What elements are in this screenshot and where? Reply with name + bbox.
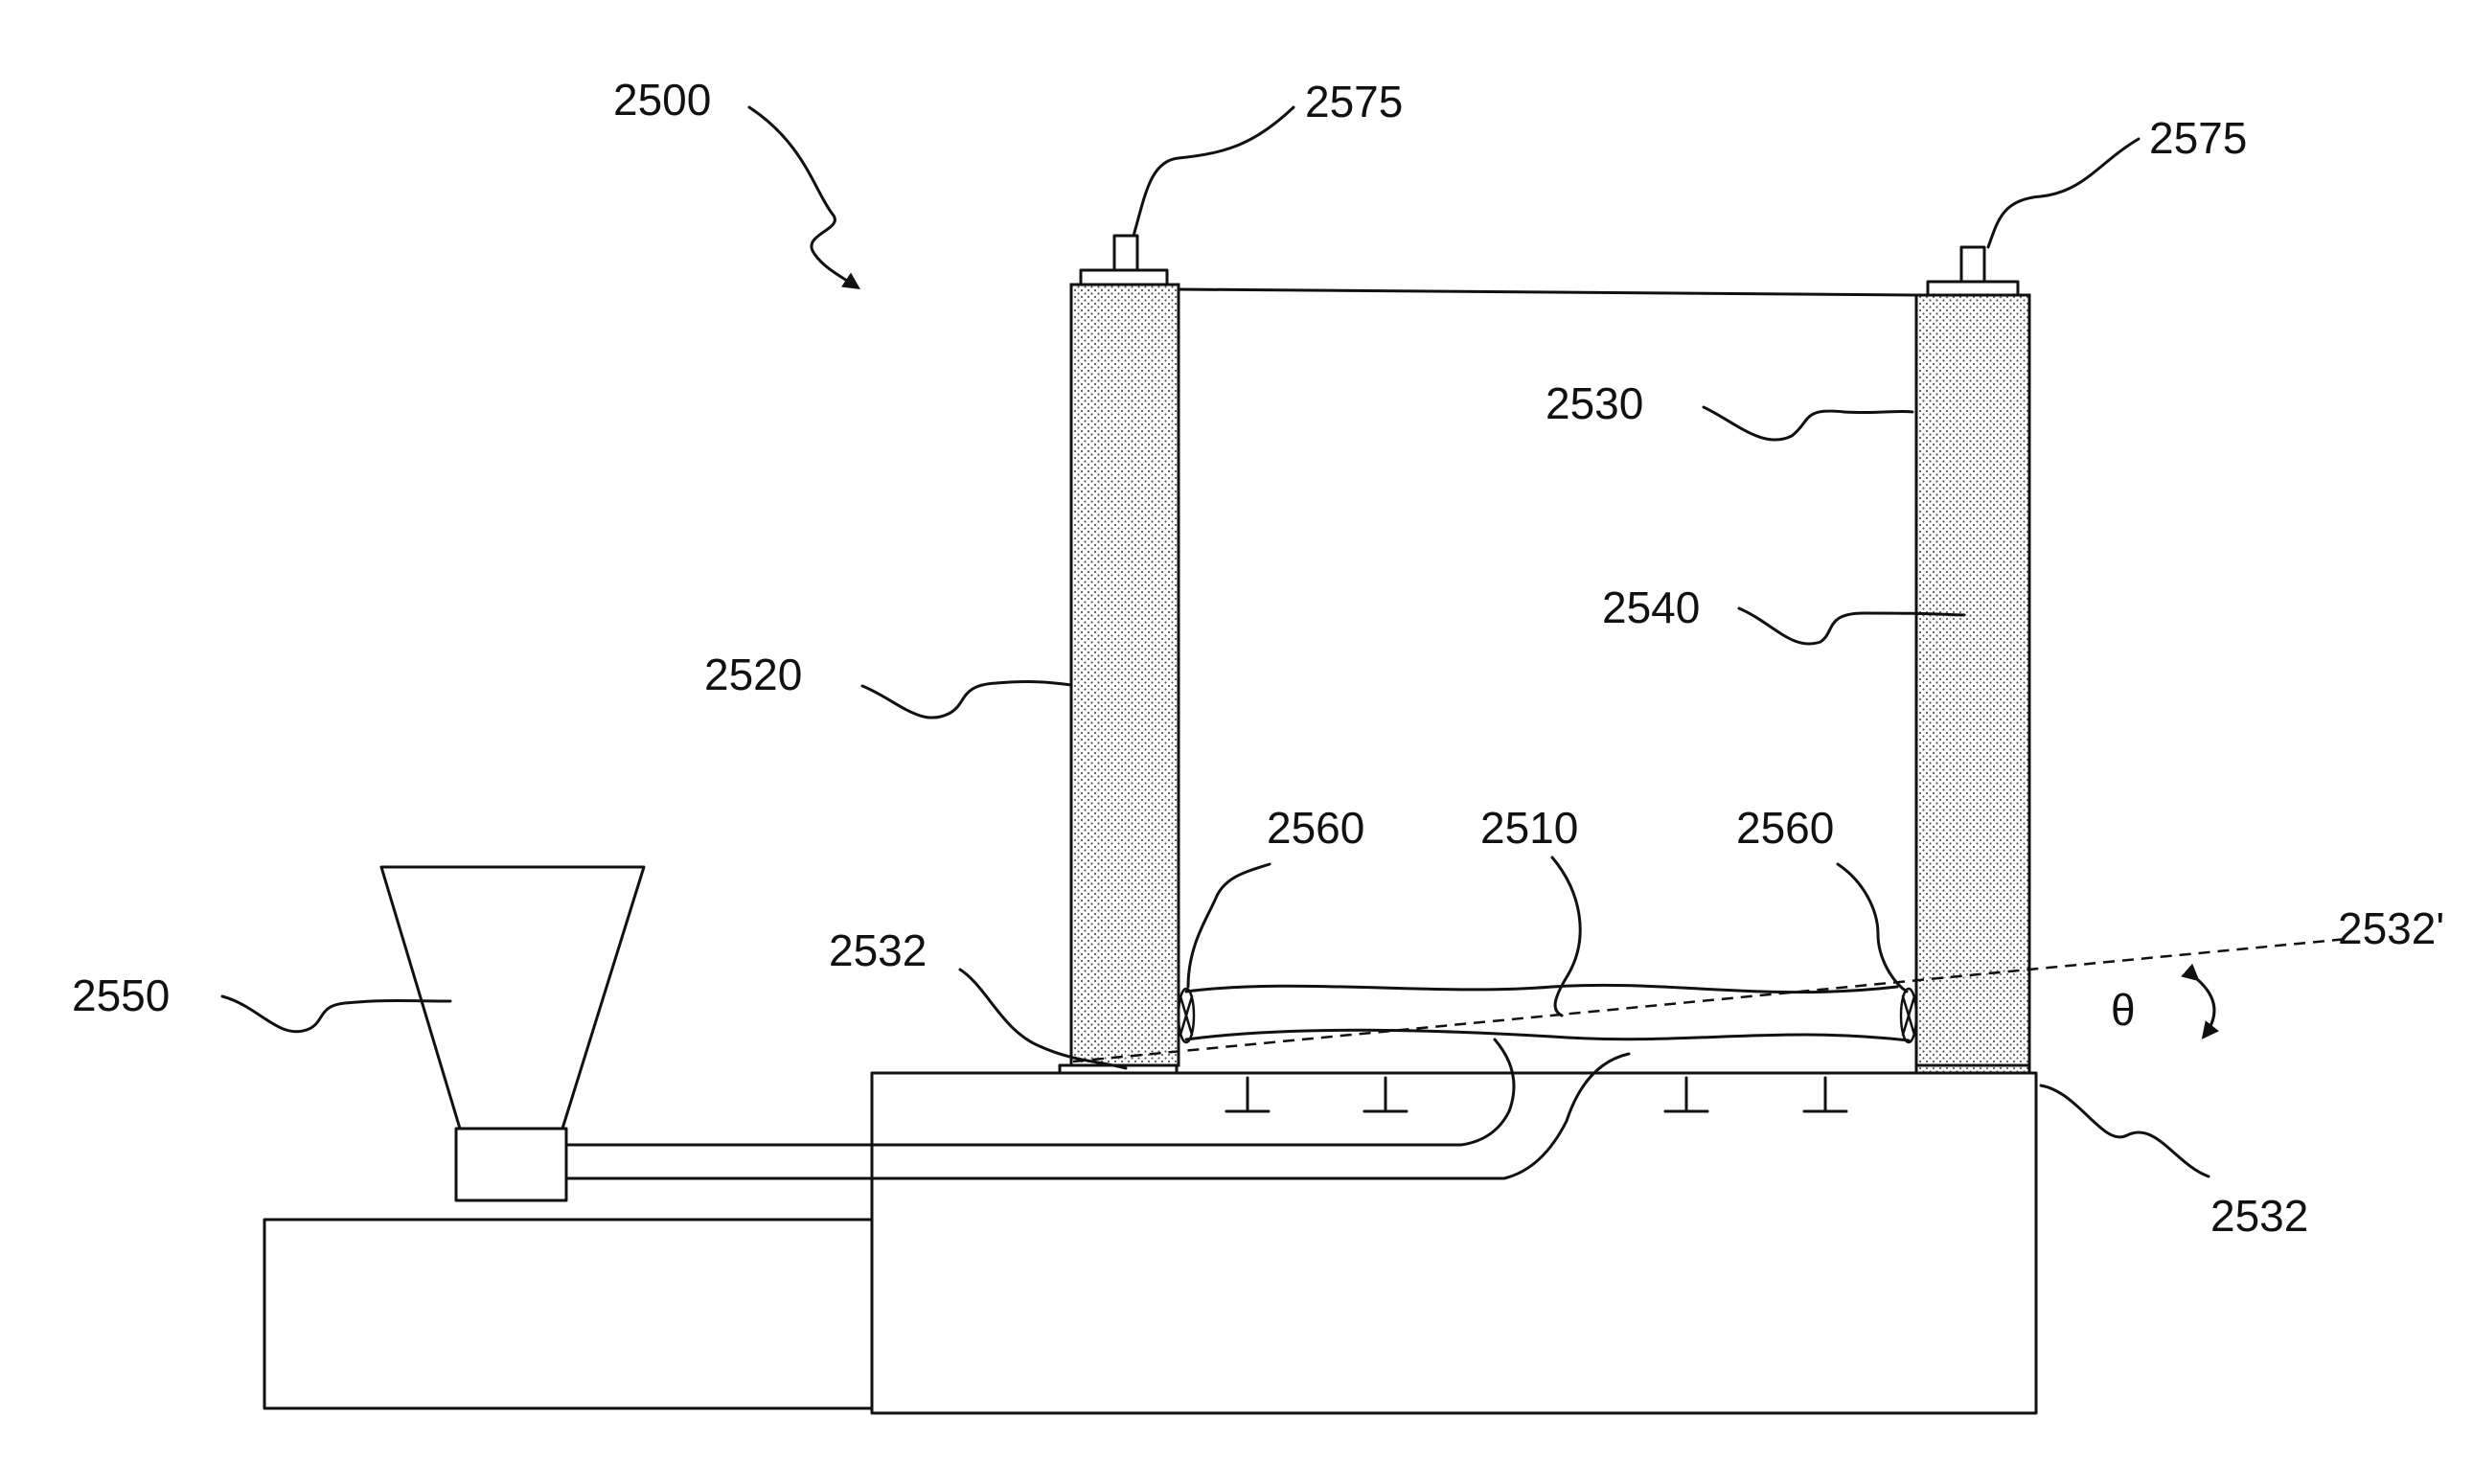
label-theta: θ (2111, 985, 2136, 1035)
right-cap-knob (1961, 247, 1984, 282)
leader-2532-right (2041, 1085, 2209, 1176)
hopper-feeder-box (456, 1129, 566, 1200)
label-2560-right: 2560 (1736, 803, 1834, 853)
label-2575-right: 2575 (2149, 113, 2247, 163)
right-column (1916, 295, 2029, 1073)
leader-2550 (222, 996, 450, 1032)
left-base-block (264, 1220, 872, 1408)
theta-rotation-arrow (2197, 979, 2214, 1037)
leader-2510 (1552, 857, 1580, 1016)
label-2532-left: 2532 (829, 925, 927, 975)
tilt-axis-dashed (1073, 939, 2347, 1062)
top-span-line (1179, 289, 1916, 295)
leader-2520 (862, 682, 1071, 719)
hopper (381, 867, 644, 1129)
leader-2575-right (1988, 139, 2139, 247)
label-2540: 2540 (1602, 582, 1700, 632)
right-cap-plate (1928, 282, 2018, 295)
feed-pipe-upper (566, 1039, 1514, 1145)
leader-2575-left (1133, 107, 1294, 236)
label-2532-prime: 2532' (2338, 903, 2444, 953)
film-upper-edge (1186, 985, 1897, 992)
leader-2500 (749, 107, 858, 287)
support-posts (1226, 1078, 1846, 1111)
label-2500: 2500 (613, 75, 711, 125)
left-roller (1179, 989, 1194, 1042)
left-column (1071, 285, 1179, 1065)
label-2575-left: 2575 (1305, 77, 1403, 126)
label-2560-left: 2560 (1267, 803, 1364, 853)
label-2530: 2530 (1546, 378, 1643, 428)
label-2520: 2520 (704, 650, 802, 699)
main-base-block (872, 1073, 2036, 1413)
film-lower-edge (1186, 1030, 1909, 1040)
label-2510: 2510 (1480, 803, 1578, 853)
left-cap-knob (1114, 236, 1137, 270)
leader-2560-left (1188, 864, 1270, 987)
label-2550: 2550 (72, 970, 170, 1020)
label-2532-right: 2532 (2210, 1191, 2308, 1241)
left-cap-plate (1081, 270, 1167, 285)
right-roller (1901, 989, 1916, 1042)
leader-2530 (1704, 407, 1912, 440)
leader-2560-right (1838, 864, 1907, 992)
